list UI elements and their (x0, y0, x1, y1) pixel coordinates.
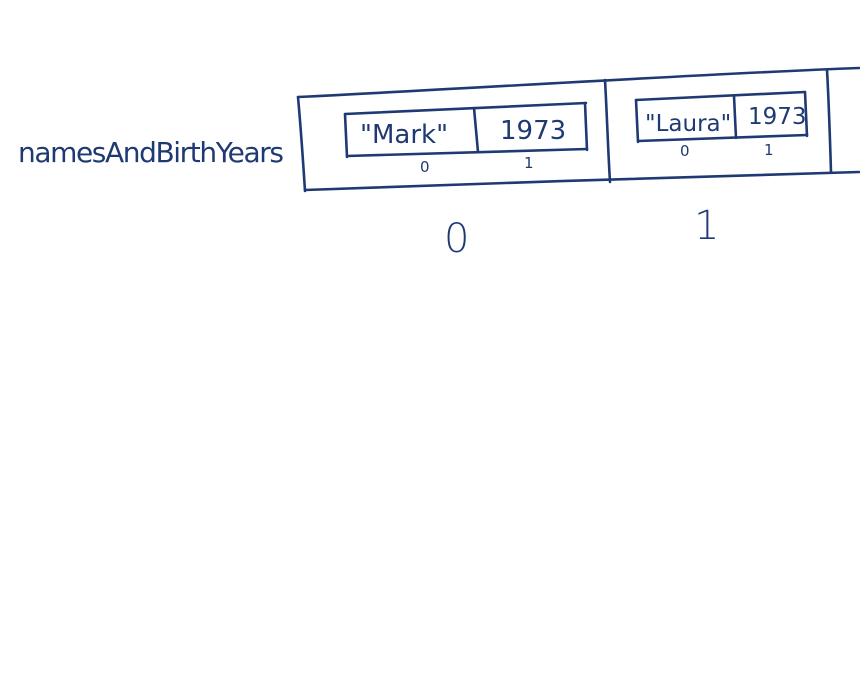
inner-cell-1-0-index: 0 (680, 142, 690, 160)
inner-array-1-left-border (634, 98, 640, 144)
inner-array-1-bottom-border (636, 133, 809, 143)
inner-array-1-divider (732, 94, 738, 140)
outer-element-0: "Mark" 1973 0 1 (343, 101, 589, 176)
outer-index-1: 1 (694, 203, 719, 249)
inner-cell-1-0-value: "Laura" (645, 111, 731, 137)
inner-array-0-divider (472, 106, 480, 154)
inner-array-1: "Laura" 1973 0 1 (634, 90, 809, 160)
outer-element-1: "Laura" 1973 0 1 (634, 90, 809, 160)
outer-array-top-border (296, 66, 860, 99)
outer-array-divider-0-1 (603, 78, 612, 184)
inner-array-0-bottom-border (345, 147, 589, 158)
outer-array-bottom-border (303, 170, 860, 192)
inner-cell-1-1-value: 1973 (748, 104, 807, 130)
inner-cell-1-1-index: 1 (764, 141, 774, 159)
inner-array-0-left-border (343, 112, 349, 159)
inner-cell-0-1-index: 1 (524, 154, 534, 172)
variable-name-label: namesAndBirthYears (18, 136, 283, 169)
inner-cell-0-0-index: 0 (420, 158, 430, 176)
outer-array (296, 66, 860, 193)
outer-array-left-border (296, 95, 307, 193)
inner-array-1-right-border (803, 90, 809, 138)
inner-array-0: "Mark" 1973 0 1 (343, 101, 589, 176)
outer-index-0: 0 (444, 216, 469, 262)
inner-array-0-top-border (343, 101, 588, 116)
inner-array-1-top-border (634, 90, 807, 102)
outer-array-divider-1-2 (825, 68, 833, 174)
inner-cell-0-1-value: 1973 (500, 116, 566, 146)
inner-array-0-right-border (583, 101, 589, 152)
inner-cell-0-0-value: "Mark" (360, 120, 448, 150)
